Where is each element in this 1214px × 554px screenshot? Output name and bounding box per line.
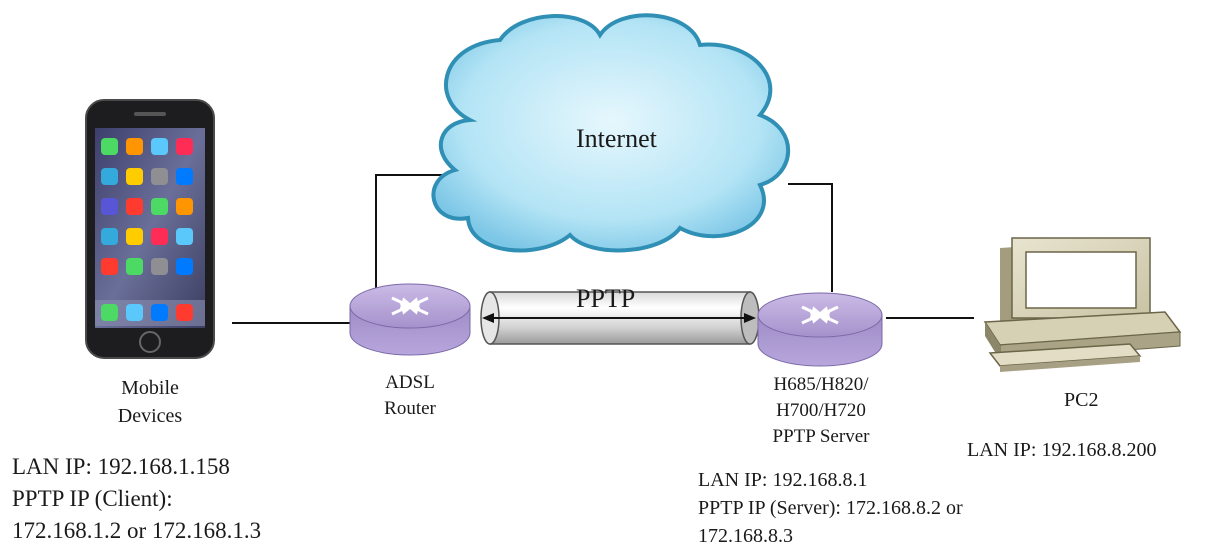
pptp-server-router-icon [757,292,883,367]
pc2-label: PC2 [1064,389,1099,411]
server-info-line-3: 172.168.8.3 [698,525,793,547]
mobile-info-line-2: PPTP IP (Client): [12,486,173,511]
server-name-line-2: H700/H720 [776,400,866,421]
server-info-line-2: PPTP IP (Server): 172.168.8.2 or [698,497,963,519]
pc2-lan-ip: LAN IP: 192.168.8.200 [967,439,1157,461]
mobile-devices-label: Mobile Devices [95,374,205,430]
phone-dock-icon [151,304,168,321]
mobile-info-line-3: 172.168.1.2 or 172.168.1.3 [12,518,262,543]
phone-app-icon [176,258,193,275]
adsl-router-label: ADSL Router [364,370,456,422]
phone-app-icon [126,168,143,185]
phone-app-icon [126,258,143,275]
phone-app-icon [151,198,168,215]
phone-app-icon [126,138,143,155]
phone-app-icon [176,138,193,155]
phone-dock-icon [176,304,193,321]
adsl-name-line-1: ADSL [385,372,435,393]
pc2-computer-icon [983,237,1182,372]
server-to-internet-line [788,183,833,292]
phone-app-icon [176,198,193,215]
pptp-tunnel [480,291,760,345]
phone-app-icon [151,138,168,155]
phone-app-icon [151,168,168,185]
connection-lines [232,174,974,324]
phone-app-icon [101,198,118,215]
phone-app-icon [101,138,118,155]
adsl-to-internet-line [375,174,470,290]
mobile-name-line-1: Mobile [121,377,179,399]
adsl-name-line-2: Router [384,398,436,419]
mobile-info-line-1: LAN IP: 192.168.1.158 [12,454,230,479]
internet-label: Internet [576,124,657,153]
phone-app-icon [151,258,168,275]
internet-cloud [431,13,791,253]
phone-app-icon [126,198,143,215]
pptp-server-label: H685/H820/ H700/H720 PPTP Server [756,372,886,450]
server-ip-info: LAN IP: 192.168.8.1 PPTP IP (Server): 17… [698,466,963,550]
phone-dock-icon [101,304,118,321]
adsl-router-icon [349,283,471,356]
phone-app-icon [101,228,118,245]
server-name-line-1: H685/H820/ [773,374,869,395]
mobile-phone-icon [85,99,215,359]
phone-app-icon [151,228,168,245]
phone-app-icon [176,228,193,245]
phone-app-icon [101,258,118,275]
phone-app-icon [101,168,118,185]
phone-app-icon [176,168,193,185]
pptp-tunnel-label: PPTP [576,284,636,313]
mobile-ip-info: LAN IP: 192.168.1.158 PPTP IP (Client): … [12,451,261,547]
phone-app-icon [126,228,143,245]
server-name-line-3: PPTP Server [772,426,870,447]
mobile-name-line-2: Devices [117,405,183,427]
phone-dock-icon [126,304,143,321]
server-info-line-1: LAN IP: 192.168.8.1 [698,469,868,491]
